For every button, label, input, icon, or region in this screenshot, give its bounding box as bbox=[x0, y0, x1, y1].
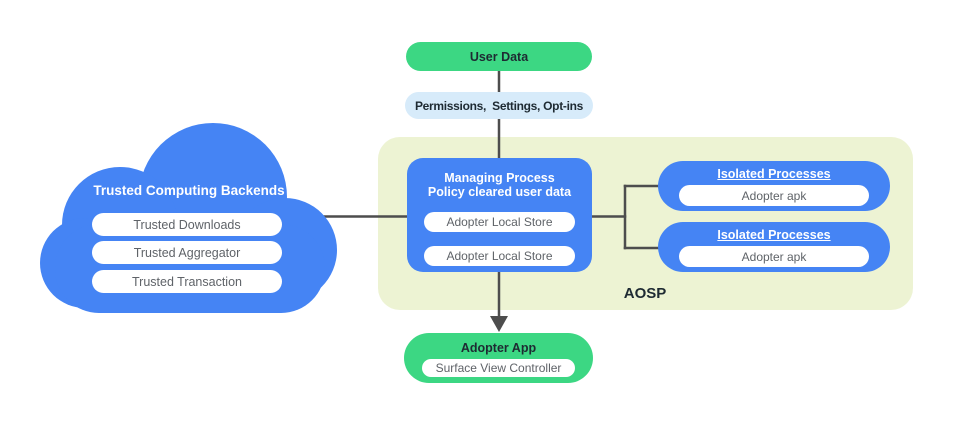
managing-process-title-line2: Policy cleared user data bbox=[427, 185, 572, 199]
surface-view-controller-label: Surface View Controller bbox=[435, 361, 562, 375]
adopter-apk-label: Adopter apk bbox=[741, 188, 807, 203]
adopter-local-store-pill: Adopter Local Store bbox=[424, 212, 575, 232]
cloud-item-trusted-aggregator: Trusted Aggregator bbox=[92, 241, 282, 264]
cloud-item-trusted-transaction: Trusted Transaction bbox=[92, 270, 282, 293]
adopter-apk-pill: Adopter apk bbox=[679, 185, 869, 206]
adopter-local-store-label: Adopter Local Store bbox=[446, 215, 553, 229]
isolated-process-node-1: Isolated Processes Adopter apk bbox=[658, 161, 890, 211]
user-data-node: User Data bbox=[406, 42, 592, 71]
adopter-apk-label: Adopter apk bbox=[741, 249, 807, 264]
adopter-local-store-pill: Adopter Local Store bbox=[424, 246, 575, 266]
cloud-item-label: Trusted Aggregator bbox=[133, 245, 241, 260]
cloud-title: Trusted Computing Backends bbox=[93, 183, 285, 198]
adopter-app-node: Adopter App Surface View Controller bbox=[404, 333, 593, 383]
managing-process-title-line1: Managing Process bbox=[444, 171, 555, 185]
isolated-process-title: Isolated Processes bbox=[717, 228, 831, 242]
cloud-item-label: Trusted Transaction bbox=[131, 274, 242, 289]
managing-process-title: Managing Process Policy cleared user dat… bbox=[407, 158, 592, 199]
adopter-local-store-label: Adopter Local Store bbox=[446, 249, 553, 263]
isolated-process-title: Isolated Processes bbox=[717, 167, 831, 181]
adopter-apk-pill: Adopter apk bbox=[679, 246, 869, 267]
surface-view-controller-pill: Surface View Controller bbox=[422, 359, 575, 377]
aosp-label: AOSP bbox=[623, 285, 667, 302]
adopter-app-title: Adopter App bbox=[460, 341, 537, 355]
cloud-item-label: Trusted Downloads bbox=[133, 217, 241, 232]
managing-process-node: Managing Process Policy cleared user dat… bbox=[407, 158, 592, 272]
user-data-label: User Data bbox=[469, 49, 529, 64]
permissions-label: Permissions, Settings, Opt-ins bbox=[414, 98, 584, 113]
isolated-process-node-2: Isolated Processes Adopter apk bbox=[658, 222, 890, 272]
permissions-node: Permissions, Settings, Opt-ins bbox=[405, 92, 593, 119]
cloud-item-trusted-downloads: Trusted Downloads bbox=[92, 213, 282, 236]
arrowhead-down-icon bbox=[490, 316, 508, 332]
